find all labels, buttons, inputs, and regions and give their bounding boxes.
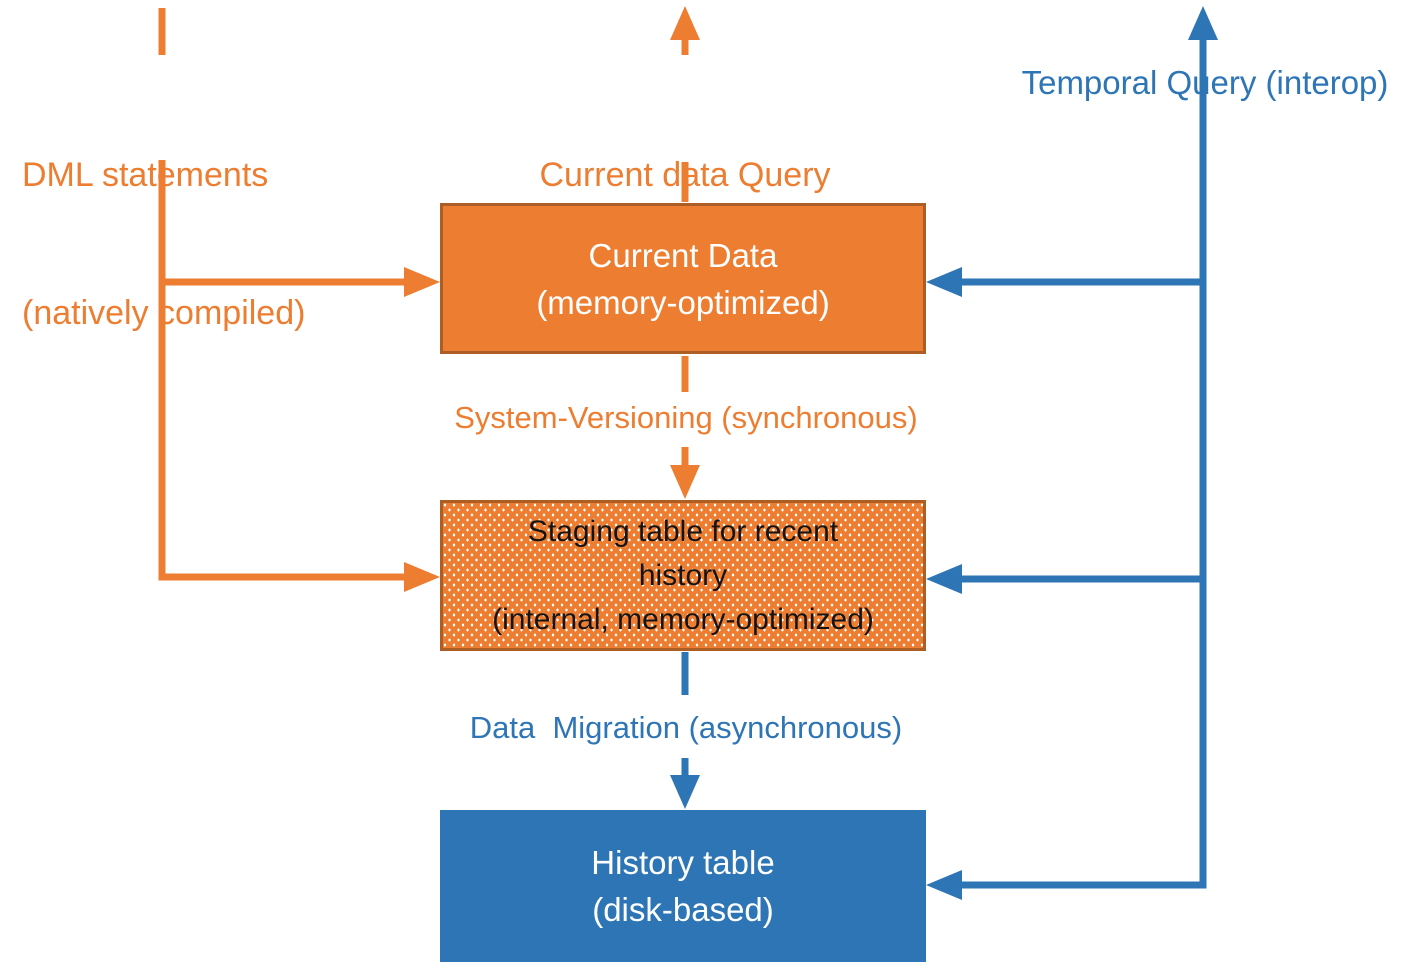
arrowhead-into-staging-top: [670, 465, 700, 499]
history-table-box: History table (disk-based): [440, 810, 926, 962]
dml-statements-label-line2: (natively compiled): [22, 294, 306, 332]
staging-table-box: Staging table for recent history (intern…: [440, 500, 926, 651]
current-data-box-line2: (memory-optimized): [536, 283, 830, 321]
arrowhead-temporal-into-current: [926, 267, 962, 297]
staging-table-box-line3: (internal, memory-optimized): [492, 602, 874, 636]
dml-statements-label-line1: DML statements: [22, 156, 269, 194]
arrowhead-temporal-into-staging: [926, 564, 962, 594]
arrowhead-temporal-up: [1188, 6, 1218, 40]
arrowhead-dml-into-current: [404, 267, 440, 297]
arrowhead-temporal-into-history: [926, 870, 962, 900]
history-table-box-line1: History table: [591, 844, 775, 881]
staging-table-box-line1: Staging table for recent: [527, 514, 839, 548]
temporal-line-main: [956, 36, 1207, 889]
arrowhead-into-history-top: [670, 775, 700, 809]
temporal-query-label: Temporal Query (interop): [1021, 64, 1389, 101]
current-data-box: Current Data (memory-optimized): [440, 203, 926, 354]
arrowhead-current-query-up: [670, 6, 700, 40]
dml-line-to-staging: [158, 160, 406, 581]
staging-table-box-line2: history: [638, 558, 728, 592]
dml-statements-label: DML statements (natively compiled): [22, 60, 305, 428]
history-table-box-line2: (disk-based): [592, 891, 774, 928]
arrowhead-dml-into-staging: [404, 562, 440, 592]
data-migration-label: Data Migration (asynchronous): [469, 710, 903, 745]
current-data-box-line1: Current Data: [588, 236, 778, 274]
current-data-query-label-line1: Current data Query: [539, 156, 831, 194]
system-versioning-label: System-Versioning (synchronous): [454, 400, 918, 435]
